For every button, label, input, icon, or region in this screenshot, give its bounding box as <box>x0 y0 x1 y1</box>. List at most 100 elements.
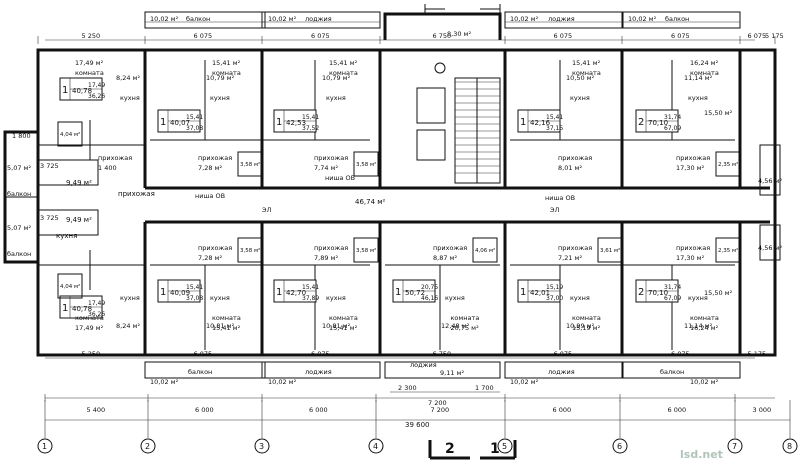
axis-label: 4 <box>373 442 378 451</box>
bathroom-area: 3,58 м² <box>240 247 260 254</box>
room-area: 15,50 м² <box>704 289 733 297</box>
balcony-area: 5,07 м² <box>7 224 31 232</box>
apartment-total-area: 40,07 <box>170 119 190 127</box>
kitchen-area: 8,24 м² <box>116 74 140 82</box>
axis-bubble <box>782 438 798 454</box>
loggia-label: лоджия <box>548 15 575 23</box>
apartment-rooms: 1 <box>62 85 68 96</box>
kitchen-label: кухня <box>688 294 708 302</box>
apartment-rooms: 1 <box>520 287 526 298</box>
kitchen-area: 10,99 м² <box>566 322 595 330</box>
kitchen-label: кухня <box>210 294 230 302</box>
kitchen-area: 10,79 м² <box>206 74 235 82</box>
room-label: комната <box>572 69 601 77</box>
room-label: комната <box>572 314 601 322</box>
dim-label: 6 075 <box>194 32 213 40</box>
room-label: комната <box>690 69 719 77</box>
corridor-area: 46,74 м² <box>355 198 386 206</box>
bathroom-area: 2,35 м² <box>718 161 738 168</box>
balcony-label: балкон <box>7 190 31 198</box>
kitchen-area: 10,81 м² <box>206 322 235 330</box>
axis-bubble <box>37 438 53 454</box>
dim-label: 5 250 <box>82 350 101 358</box>
stair-core <box>416 62 501 184</box>
dim-label: 5 175 <box>765 32 784 40</box>
apartment-area: 36,26 <box>88 311 105 318</box>
bathroom <box>715 237 741 263</box>
kitchen-area: 10,81 м² <box>322 322 351 330</box>
room-area: 4,56 м² <box>758 244 782 252</box>
hall-area: 17,30 м² <box>676 254 705 262</box>
room-area: 4,56 м² <box>758 177 782 185</box>
dim-label: 6 075 <box>671 32 690 40</box>
balcony-area: 10,02 м² <box>628 15 657 23</box>
hall-area: 7,28 м² <box>198 254 222 262</box>
hall-area: 17,30 м² <box>676 164 705 172</box>
dim-label: 6 075 <box>554 32 573 40</box>
dim-label: 6 000 <box>668 406 687 414</box>
loggia-area: 10,02 м² <box>268 378 297 386</box>
dim-label: 3 725 <box>40 162 59 170</box>
watermark: lsd.net <box>680 448 723 461</box>
bathroom <box>353 151 379 177</box>
bathroom <box>237 237 263 263</box>
balcony-label: балкон <box>7 250 31 258</box>
dim-label: 1 800 <box>12 132 31 140</box>
dim-label: 6 075 <box>311 32 330 40</box>
hall-label: прихожая <box>314 154 348 162</box>
top-balconies: 10,02 м² балкон 10,02 м² лоджия 10,02 м²… <box>144 4 741 40</box>
balcony-label: балкон <box>660 368 684 376</box>
dim-label: 3 000 <box>753 406 772 414</box>
room-label: комната <box>329 69 358 77</box>
dim-label: 6 075 <box>311 350 330 358</box>
hall-area: 8,01 м² <box>558 164 582 172</box>
loggia-area: 10,02 м² <box>510 15 539 23</box>
apartment-area: 36,26 <box>88 93 105 100</box>
room-area: 16,24 м² <box>690 324 719 332</box>
dim-label: 5 250 <box>82 32 101 40</box>
loggia-label: лоджия <box>305 15 332 23</box>
apartment-rooms: 1 <box>395 287 401 298</box>
apartment-living-area: 15,19 <box>546 284 563 291</box>
apartment-living-area: 17,49 <box>88 82 105 89</box>
sub-dim: 1 700 <box>475 384 494 392</box>
apartment-total-area: 70,10 <box>648 289 668 297</box>
kitchen-label: кухня <box>210 94 230 102</box>
hall-label: прихожая <box>118 190 155 198</box>
room-area: 17,49 м² <box>75 324 104 332</box>
bathroom-area: 4,04 м² <box>60 283 80 290</box>
hall-area: 7,21 м² <box>558 254 582 262</box>
room-label: комната <box>212 69 241 77</box>
kitchen-area: 11,14 м² <box>684 322 713 330</box>
niche-label: ниша ОВ <box>195 192 225 200</box>
axis-bubble <box>727 438 743 454</box>
room-label: комната <box>451 314 480 322</box>
dim-label: 6 000 <box>309 406 328 414</box>
kitchen-area: 9,49 м² <box>66 179 92 187</box>
apartment-rooms: 2 <box>638 287 644 298</box>
sub-dim: 7 200 <box>428 399 447 407</box>
kitchen-label: кухня <box>445 294 465 302</box>
apartment-living-area: 15,41 <box>546 114 563 121</box>
hall-area: 7,74 м² <box>314 164 338 172</box>
apartment-living-area: 20,75 <box>421 284 438 291</box>
kitchen-label: кухня <box>120 294 140 302</box>
bathroom-area: 3,58 м² <box>356 161 376 168</box>
kitchen-area: 9,49 м² <box>66 216 92 224</box>
apartment-rooms: 1 <box>520 117 526 128</box>
loggia-area: 9,11 м² <box>440 369 464 377</box>
balcony-area: 10,02 м² <box>150 15 179 23</box>
loggia-area: 10,02 м² <box>510 378 539 386</box>
hall-area: 7,89 м² <box>314 254 338 262</box>
loggia-label: лоджия <box>305 368 332 376</box>
apartment-total-area: 42,70 <box>286 289 306 297</box>
kitchen-area: 8,24 м² <box>116 322 140 330</box>
apartment-total-area: 42,16 <box>530 119 551 127</box>
sub-dim: 2 300 <box>398 384 417 392</box>
kitchen-label: кухня <box>570 94 590 102</box>
kitchen-label: кухня <box>326 294 346 302</box>
apartment-total-area: 50,72 <box>405 289 425 297</box>
